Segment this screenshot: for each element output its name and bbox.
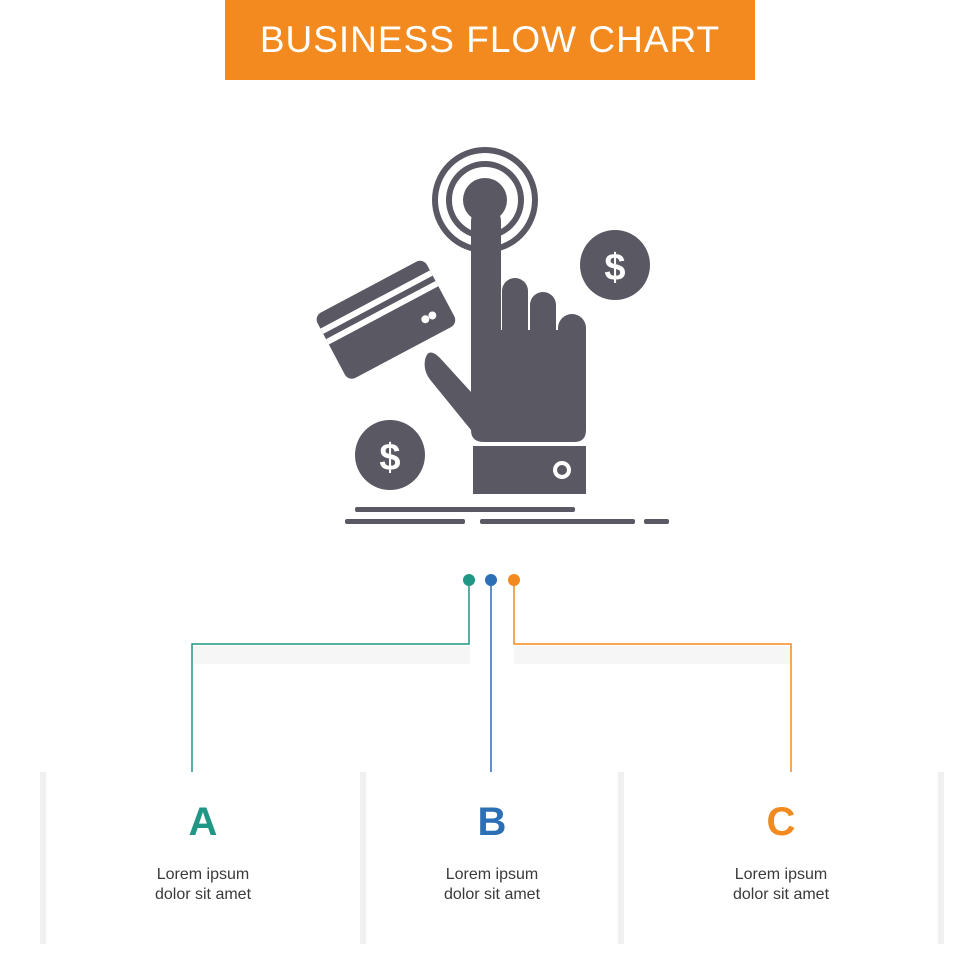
step-a-line2: dolor sit amet xyxy=(154,886,252,903)
connector-dot-c xyxy=(508,574,520,586)
chart-title: BUSINESS FLOW CHART xyxy=(259,19,721,60)
step-b-letter: B xyxy=(477,800,507,844)
connector-c xyxy=(513,580,792,780)
svg-text:$: $ xyxy=(604,247,625,289)
dollar-coin-icon: $ xyxy=(580,230,650,300)
title-banner: BUSINESS FLOW CHART xyxy=(225,0,755,80)
step-a-line1: Lorem ipsum xyxy=(156,866,250,883)
svg-text:$: $ xyxy=(379,437,400,479)
step-c-panel: C Lorem ipsum dolor sit amet xyxy=(624,772,938,944)
connector-a xyxy=(191,580,470,780)
credit-card-icon xyxy=(316,260,456,379)
step-a-panel: A Lorem ipsum dolor sit amet xyxy=(46,772,360,944)
step-c-letter: C xyxy=(766,800,796,844)
step-c-line1: Lorem ipsum xyxy=(734,866,828,883)
step-a-text: Lorem ipsum dolor sit amet xyxy=(155,865,251,905)
step-c-line2: dolor sit amet xyxy=(732,886,830,903)
step-b-panel: B Lorem ipsum dolor sit amet xyxy=(366,772,618,944)
dollar-coin-icon: $ xyxy=(355,420,425,490)
step-b-line1: Lorem ipsum xyxy=(445,866,539,883)
step-b-text: Lorem ipsum dolor sit amet xyxy=(444,865,540,905)
connector-dot-b xyxy=(485,574,497,586)
step-c-text: Lorem ipsum dolor sit amet xyxy=(733,865,829,905)
step-a-letter: A xyxy=(188,800,218,844)
step-b-line2: dolor sit amet xyxy=(443,886,541,903)
connector-dot-a xyxy=(463,574,475,586)
